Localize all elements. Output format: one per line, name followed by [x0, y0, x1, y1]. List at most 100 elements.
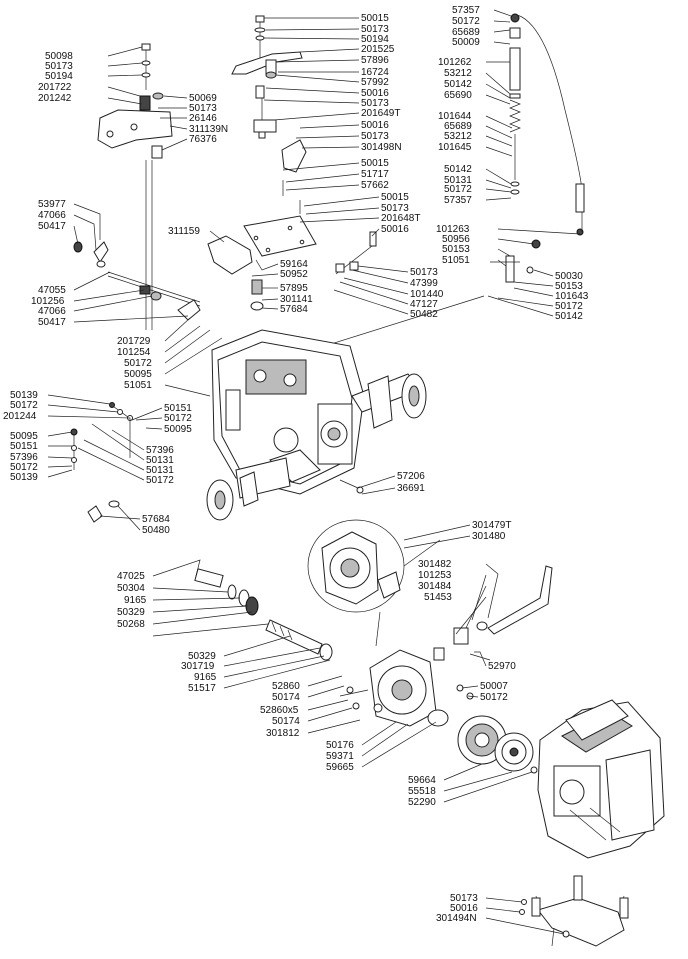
label-52290: 52290 [408, 797, 436, 808]
label-101644: 101644 [438, 111, 472, 122]
bracket-311159 [207, 235, 264, 311]
label-101645: 101645 [438, 142, 472, 153]
label-201722: 201722 [38, 82, 72, 93]
label-9165: 9165 [124, 595, 147, 606]
label-50172: 50172 [10, 400, 38, 411]
label-26146: 26146 [189, 113, 217, 124]
engine-mount-frame [519, 875, 629, 947]
label-50153: 50153 [555, 281, 583, 292]
label-50172: 50172 [555, 301, 583, 312]
label-50173: 50173 [361, 131, 389, 142]
label-76376: 76376 [189, 134, 217, 145]
label-50151: 50151 [164, 403, 192, 414]
label-50015: 50015 [361, 158, 389, 169]
label-57896: 57896 [361, 55, 389, 66]
label-57357: 57357 [452, 5, 480, 16]
label-50173: 50173 [189, 103, 217, 114]
label-57396: 57396 [10, 452, 38, 463]
bracket-assembly-left [97, 43, 173, 330]
label-65689: 65689 [444, 121, 472, 132]
label-50009: 50009 [452, 37, 480, 48]
label-301719: 301719 [181, 661, 215, 672]
label-50304: 50304 [117, 583, 145, 594]
label-57357: 57357 [444, 195, 472, 206]
label-9165: 9165 [194, 672, 217, 683]
label-50151: 50151 [10, 441, 38, 452]
label-50069: 50069 [189, 93, 217, 104]
top-cover-plate [243, 139, 317, 257]
label-101262: 101262 [438, 57, 472, 68]
spring-rod-assembly [509, 13, 585, 236]
label-50095: 50095 [10, 431, 38, 442]
label-50131: 50131 [444, 175, 472, 186]
label-201649T: 201649T [361, 108, 400, 119]
label-52970: 52970 [488, 661, 516, 672]
leader-lines [47, 9, 581, 935]
label-50417: 50417 [38, 317, 66, 328]
label-50172: 50172 [124, 358, 152, 369]
label-59665: 59665 [326, 762, 354, 773]
label-50015: 50015 [361, 13, 389, 24]
upper-shift-rod-assembly [231, 15, 303, 139]
label-50016: 50016 [361, 120, 389, 131]
clutch-bell-housing [307, 519, 441, 727]
clutch-plates [457, 715, 538, 774]
label-50174: 50174 [272, 692, 300, 703]
label-50172: 50172 [452, 16, 480, 27]
label-47066: 47066 [38, 306, 66, 317]
label-36691: 36691 [397, 483, 425, 494]
label-301812: 301812 [266, 728, 300, 739]
label-50482: 50482 [410, 309, 438, 320]
label-50139: 50139 [10, 472, 38, 483]
label-50172: 50172 [444, 184, 472, 195]
label-47055: 47055 [38, 285, 66, 296]
part-number-labels: 50015 50173 50194 201525 57896 16724 579… [3, 5, 589, 924]
label-55518: 55518 [408, 786, 436, 797]
label-201242: 201242 [38, 93, 72, 104]
transmission-housing [206, 329, 427, 521]
label-50480: 50480 [142, 525, 170, 536]
input-shaft-stack [194, 568, 333, 661]
label-51717: 51717 [361, 169, 389, 180]
label-50417: 50417 [38, 221, 66, 232]
label-59371: 59371 [326, 751, 354, 762]
label-59164: 59164 [280, 259, 308, 270]
label-50172: 50172 [10, 462, 38, 473]
label-101254: 101254 [117, 347, 151, 358]
label-52860x5: 52860x5 [260, 705, 299, 716]
label-53212: 53212 [444, 131, 472, 142]
label-50142: 50142 [444, 164, 472, 175]
label-50142: 50142 [555, 311, 583, 322]
label-50139: 50139 [10, 390, 38, 401]
label-311159: 311159 [168, 226, 200, 237]
label-50173: 50173 [45, 61, 73, 72]
label-301498N: 301498N [361, 142, 402, 153]
label-50956: 50956 [442, 234, 470, 245]
label-57684: 57684 [142, 514, 170, 525]
label-50329: 50329 [117, 607, 145, 618]
label-50172: 50172 [146, 475, 174, 486]
label-50173: 50173 [361, 24, 389, 35]
label-301482: 301482 [418, 559, 452, 570]
label-57396: 57396 [146, 445, 174, 456]
label-51517: 51517 [188, 683, 216, 694]
label-52860: 52860 [272, 681, 300, 692]
label-50173: 50173 [410, 267, 438, 278]
label-65690: 65690 [444, 90, 472, 101]
label-47399: 47399 [410, 278, 438, 289]
label-50098: 50098 [45, 51, 73, 62]
label-101643: 101643 [555, 291, 589, 302]
label-50016: 50016 [361, 88, 389, 99]
label-57662: 57662 [361, 180, 389, 191]
label-16724: 16724 [361, 67, 389, 78]
label-50173: 50173 [381, 203, 409, 214]
label-50131: 50131 [146, 455, 174, 466]
label-101256: 101256 [31, 296, 65, 307]
label-50194: 50194 [361, 34, 389, 45]
label-201525: 201525 [361, 44, 395, 55]
label-101253: 101253 [418, 570, 452, 581]
label-301484: 301484 [418, 581, 452, 592]
label-50030: 50030 [555, 271, 583, 282]
label-50131: 50131 [146, 465, 174, 476]
